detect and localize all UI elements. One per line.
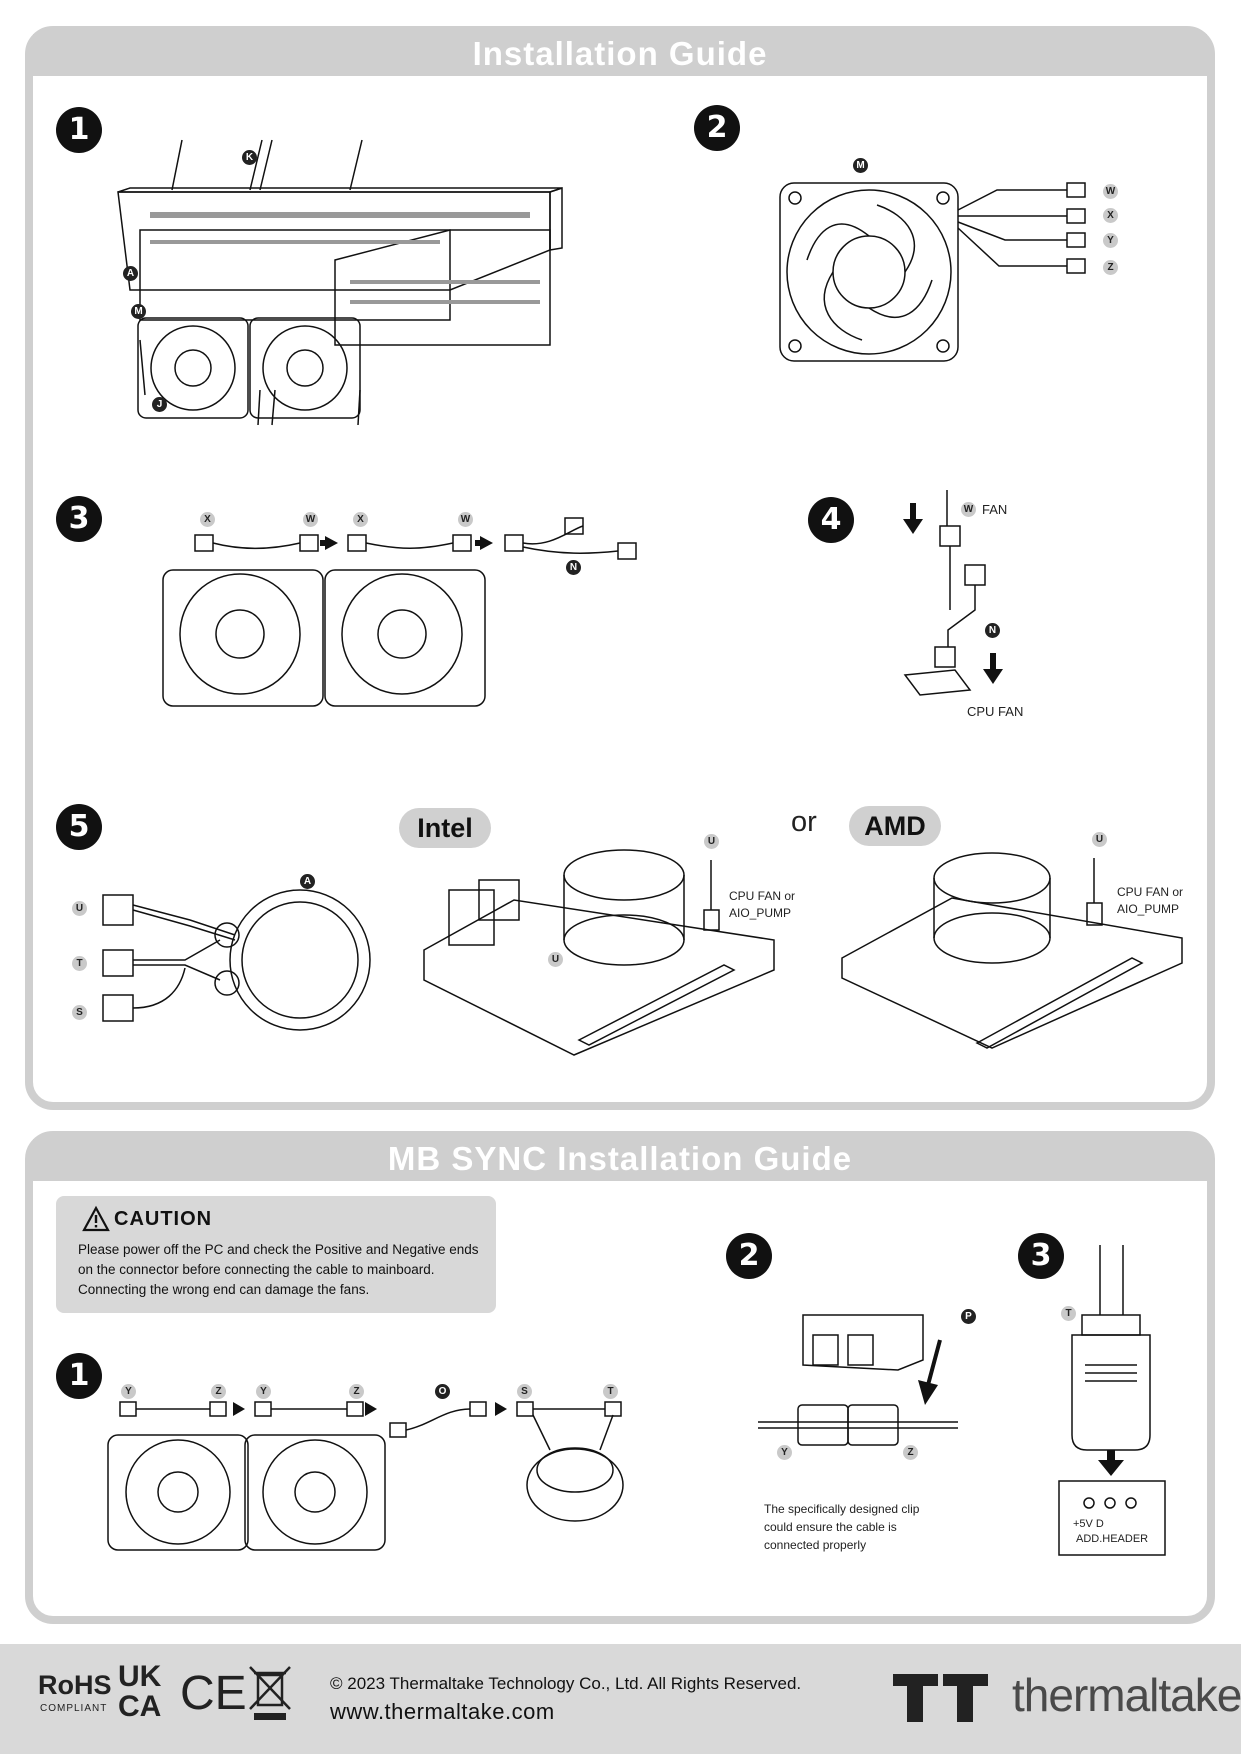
intel-letter-u-top: U [704,834,719,849]
pump-letter-u: U [72,901,87,916]
intel-header-label-2: AIO_PUMP [729,906,792,920]
website-link[interactable]: www.thermaltake.com [330,1699,555,1724]
thermaltake-wordmark: thermaltake [1012,1669,1241,1721]
argb-daisy-chain-illustration [107,1401,624,1551]
chain-letter-w-1: W [303,512,318,527]
mb-step-2-badge: 2 [726,1233,772,1279]
warning-icon [82,1205,110,1232]
step-1-badge: 1 [56,107,102,153]
argb-letter-y-1: Y [121,1384,136,1399]
intel-header-label-1: CPU FAN or [729,889,796,903]
mb-sync-title: MB SYNC Installation Guide [33,1139,1207,1181]
clip-connector-illustration [758,1314,958,1446]
ukca-logo-bottom: CA [118,1690,162,1723]
caution-box: CAUTION Please power off the PC and chec… [56,1196,496,1313]
fan-label: FAN [982,502,1008,517]
argb-letter-z-1: Z [211,1384,226,1399]
caution-text: Please power off the PC and check the Po… [78,1242,479,1297]
chain-letter-x-2: X [353,512,368,527]
connector-letter-y: Y [1103,233,1118,248]
installation-guide-title: Installation Guide [33,34,1207,76]
or-label: or [791,806,817,838]
step-5-badge: 5 [56,804,102,850]
pump-head-illustration [102,889,371,1031]
radiator-assembly-illustration [117,139,563,426]
fan-with-cables-illustration [779,182,1086,362]
argb-letter-y-2: Y [256,1384,271,1399]
fan-letter-w: W [961,502,976,517]
ce-logo: CE [180,1667,247,1720]
argb-letter-s: S [517,1384,532,1399]
cpu-letter-n: N [985,623,1000,638]
rohs-logo: RoHS [38,1670,112,1700]
header-letter-t: T [1061,1306,1076,1321]
intel-letter-u-bottom: U [548,952,563,967]
argb-letter-o: O [435,1384,450,1399]
argb-letter-z-2: Z [349,1384,364,1399]
pump-letter-s: S [72,1005,87,1020]
step-4-badge: 4 [808,497,854,543]
part-letter-m-fan: M [853,158,868,173]
connector-letter-x: X [1103,208,1118,223]
cpu-fan-connection-illustration [903,490,1003,696]
clip-letter-z: Z [903,1445,918,1460]
part-letter-j: J [152,397,167,412]
connector-letter-z: Z [1103,260,1118,275]
copyright-text: © 2023 Thermaltake Technology Co., Ltd. … [330,1674,802,1693]
part-letter-a: A [123,266,138,281]
mb-step-3-badge: 3 [1018,1233,1064,1279]
installation-guide-panel: Installation Guide [25,26,1215,1110]
intel-label: Intel [399,808,491,848]
amd-header-label-2: AIO_PUMP [1117,902,1180,916]
step-3-badge: 3 [56,496,102,542]
footer [0,1644,1241,1754]
amd-motherboard-illustration [841,852,1183,1049]
intel-motherboard-illustration [423,849,775,1056]
amd-label: AMD [849,806,941,846]
header-pins-label: +5V D [1073,1518,1104,1530]
weee-bin-icon [249,1666,291,1720]
step-2-badge: 2 [694,105,740,151]
chain-letter-w-2: W [458,512,473,527]
part-letter-m: M [131,304,146,319]
addressable-header-illustration [1058,1245,1166,1556]
tt-logo-icon [893,1674,988,1722]
ukca-logo-top: UK [118,1660,162,1693]
caution-title: CAUTION [114,1208,213,1230]
header-name-label: ADD.HEADER [1076,1533,1149,1545]
part-letter-k: K [242,150,257,165]
rohs-compliant-label: COMPLIANT [40,1703,108,1714]
amd-letter-u: U [1092,832,1107,847]
amd-header-label-1: CPU FAN or [1117,885,1184,899]
pump-letter-t: T [72,956,87,971]
connector-letter-w: W [1103,184,1118,199]
clip-note-1: The specifically designed clip [764,1502,920,1516]
clip-letter-y: Y [777,1445,792,1460]
clip-note-3: connected properly [764,1538,867,1552]
argb-letter-t: T [603,1384,618,1399]
chain-letter-n: N [566,560,581,575]
chain-letter-x-1: X [200,512,215,527]
cpu-fan-label: CPU FAN [967,704,1024,719]
clip-note-2: could ensure the cable is [764,1520,897,1534]
pump-letter-a: A [300,874,315,889]
mb-sync-panel: MB SYNC Installation Guide [25,1131,1215,1624]
clip-letter-p: P [961,1309,976,1324]
mb-step-1-badge: 1 [56,1353,102,1399]
daisy-chain-fans-illustration [162,517,637,707]
